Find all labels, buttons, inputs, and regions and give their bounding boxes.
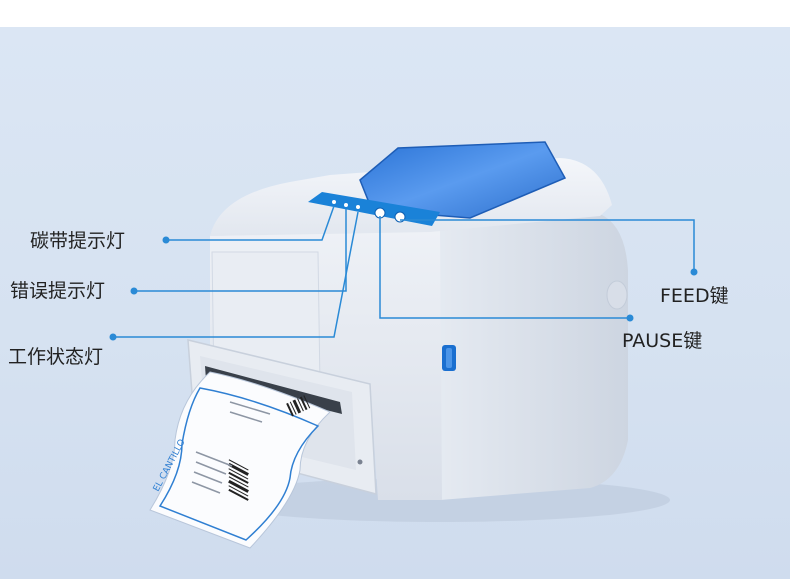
leader-feed: [400, 219, 695, 272]
printer-side-panel: [430, 214, 628, 500]
label-paper: [149, 371, 331, 549]
ribbon-light-label: 碳带提示灯: [30, 230, 126, 252]
side-knob-icon: [606, 280, 628, 310]
leader-pause: [379, 216, 630, 319]
dot-ribbon-icon: [162, 236, 170, 244]
dot-feed-icon: [690, 268, 698, 276]
status-led-icon: [356, 205, 360, 209]
error-led-icon: [344, 203, 348, 207]
error-light-label: 错误提示灯: [10, 280, 106, 302]
feed-key-label: FEED键: [660, 285, 729, 307]
leader-lines: [113, 205, 695, 338]
leader-status: [113, 211, 359, 338]
pause-key-label: PAUSE键: [622, 330, 703, 352]
control-panel: [308, 192, 440, 226]
leader-error: [134, 209, 347, 292]
dot-status-icon: [109, 333, 117, 341]
dot-error-icon: [130, 287, 138, 295]
label-barcode-icon: [228, 459, 249, 501]
leader-ribbon: [166, 205, 335, 241]
dot-pause-icon: [626, 314, 634, 322]
status-light-label: 工作状态灯: [8, 346, 104, 368]
ribbon-led-icon: [332, 200, 336, 204]
